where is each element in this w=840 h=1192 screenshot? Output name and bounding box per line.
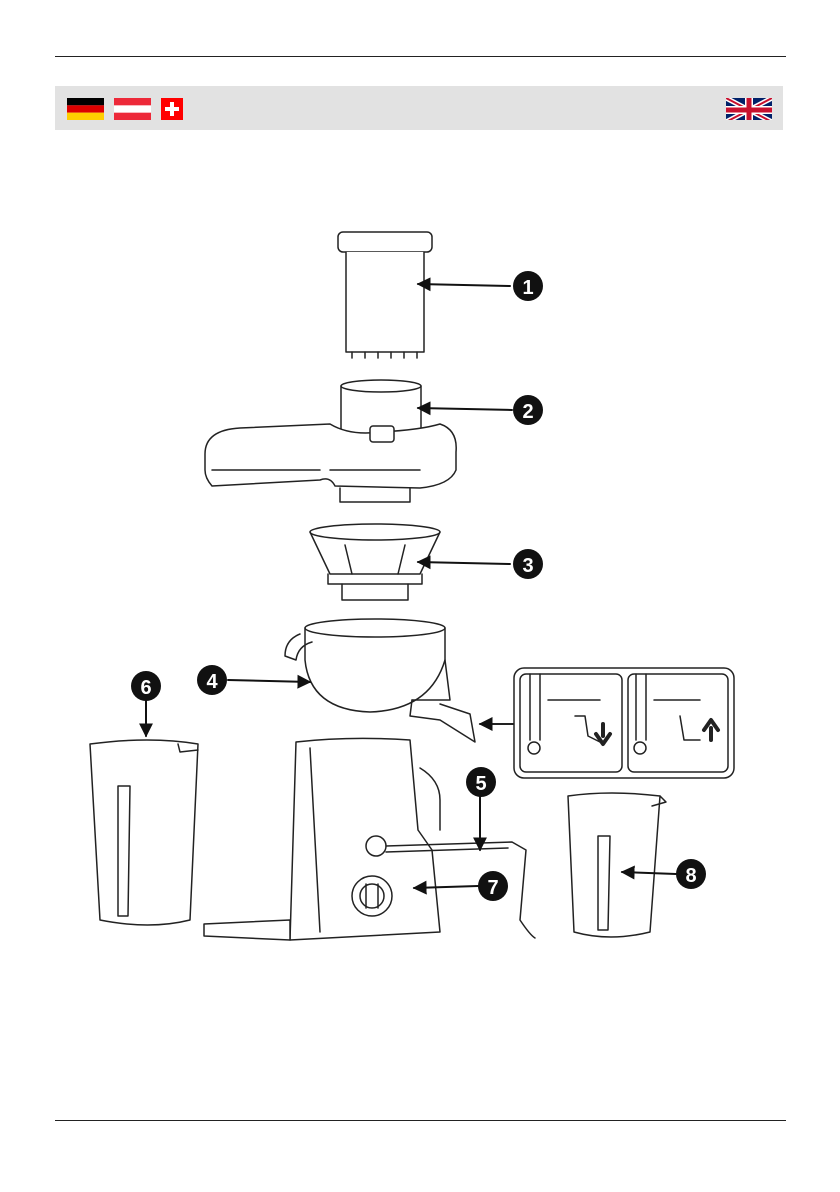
callout-number: 7 [487, 877, 498, 899]
pulp-container-drawing [90, 740, 198, 925]
callout-4: 4 [197, 665, 227, 695]
callout-1: 1 [513, 271, 543, 301]
locking-detail-inset [480, 668, 734, 778]
juicer-exploded-diagram: 1 2 3 4 5 6 7 8 [0, 200, 840, 960]
callout-3: 3 [513, 549, 543, 579]
uk-flag-icon [726, 98, 772, 120]
juice-collector-drawing [285, 619, 475, 742]
language-bar [55, 86, 783, 130]
callout-number: 8 [685, 865, 696, 887]
callout-7: 7 [478, 871, 508, 901]
callout-number: 3 [522, 555, 533, 577]
lid-drawing [205, 380, 456, 502]
callout-number: 6 [140, 677, 151, 699]
callout-6: 6 [131, 671, 161, 701]
callout-number: 1 [522, 277, 533, 299]
callout-8: 8 [676, 859, 706, 889]
top-divider [55, 56, 786, 57]
callout-number: 5 [475, 773, 486, 795]
food-pusher-drawing [338, 232, 432, 358]
callout-number: 2 [522, 401, 533, 423]
callout-2: 2 [513, 395, 543, 425]
germany-flag-icon [67, 98, 104, 120]
austria-flag-icon [114, 98, 151, 120]
callout-5: 5 [466, 767, 496, 797]
juice-jug-drawing [568, 793, 666, 937]
callout-number: 4 [206, 671, 218, 693]
bottom-divider [55, 1120, 786, 1121]
switzerland-flag-icon [161, 98, 183, 120]
